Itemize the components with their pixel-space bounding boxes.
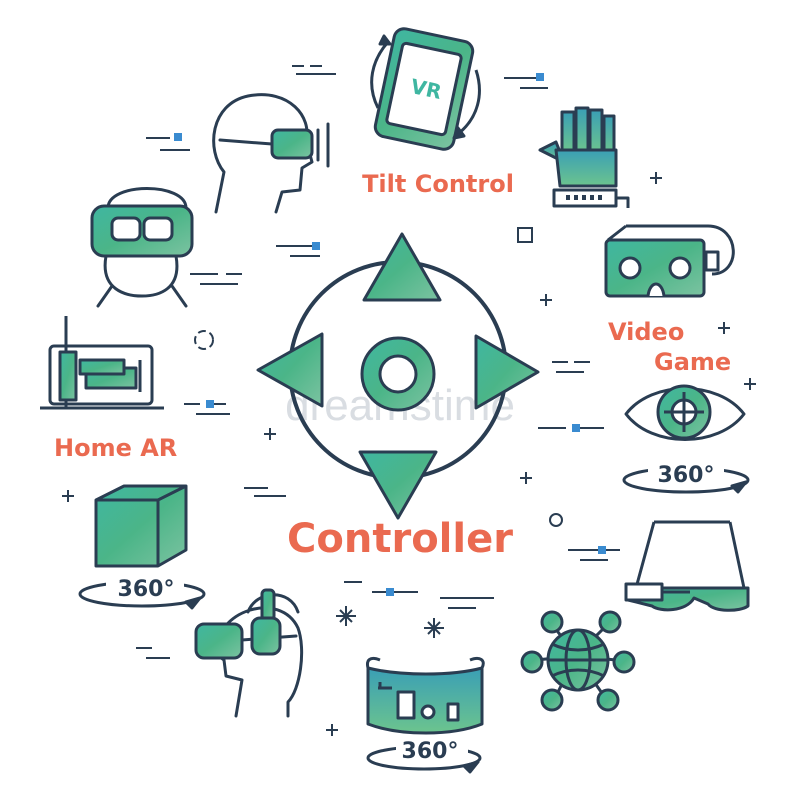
label-video-game-line1: Video [608,318,684,346]
panoramic-screen-icon [366,656,485,774]
label-video-game-line2: Game [654,348,731,376]
decor-plus-signs [62,172,756,736]
label-home-ar: Home AR [54,434,177,462]
label-tilt-control: Tilt Control [362,170,514,198]
smart-glasses-icon [624,520,750,612]
panorama-360-label-bg [396,736,468,760]
eye-360-label-bg [648,460,724,484]
head-with-headset-icon [194,588,304,718]
phone-rotate-vr-icon [370,27,481,151]
decor-accent-dots [174,73,606,596]
eye-target-icon [622,384,750,494]
panorama-360-text: 360° [402,739,459,764]
center-title: Controller [287,516,513,562]
decor-circles [194,227,563,527]
head-with-vr-glasses-icon [212,93,330,214]
dpad-controller-icon [256,232,540,520]
decor-dashes [136,65,620,659]
eye-360-text: 360° [658,463,715,488]
room-ar-icon [40,316,164,410]
cardboard-viewer-icon [604,224,735,298]
vr-headset-front-icon [90,187,194,308]
cube-360-label-bg [106,574,184,598]
globe-network-icon [520,610,636,712]
glove-sensor-dots [566,195,602,200]
cube-360-text: 360° [118,577,175,602]
haptic-glove-icon [538,106,630,208]
